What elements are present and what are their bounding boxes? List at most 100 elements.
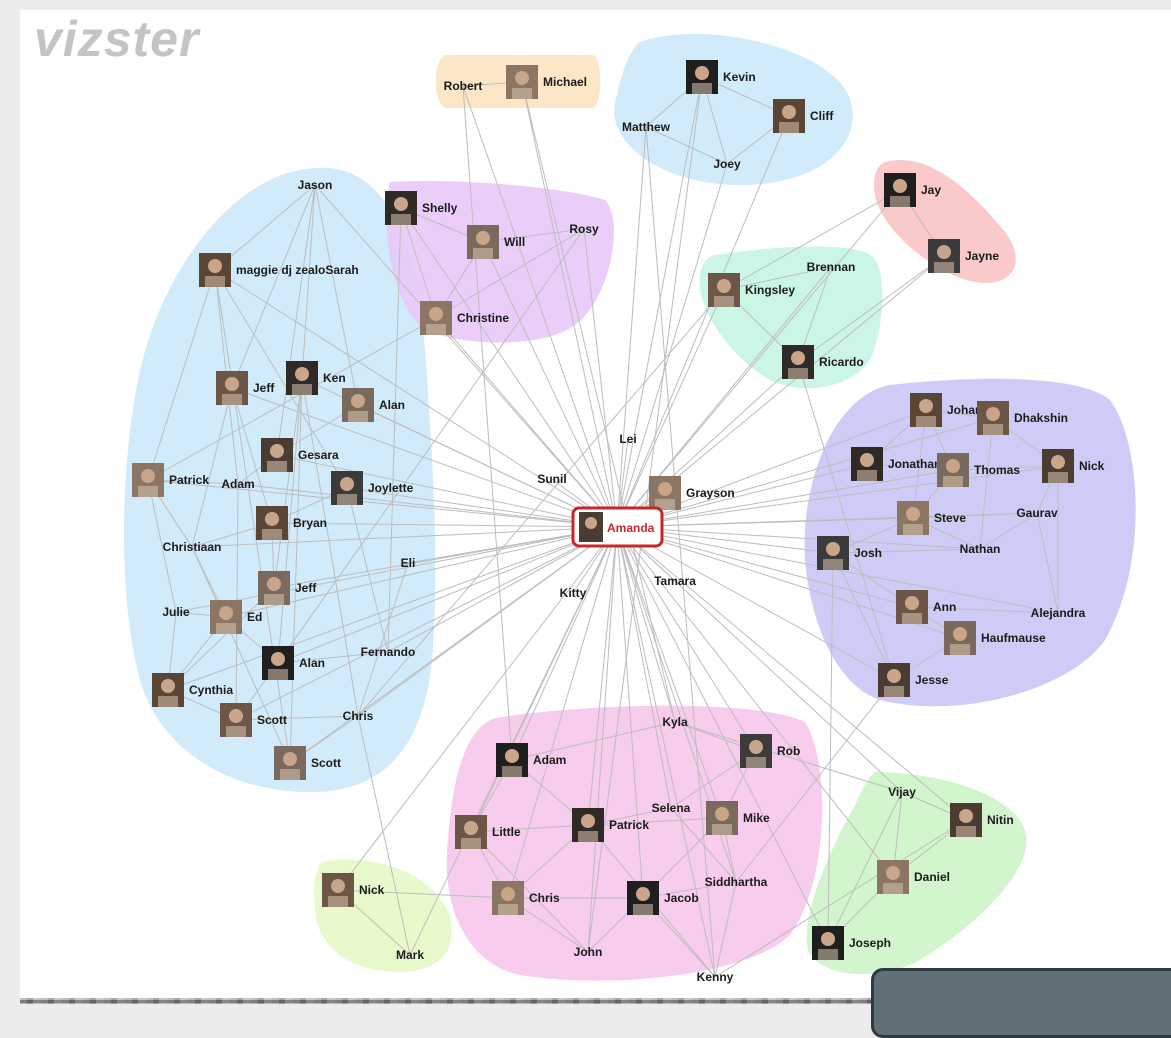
node-chris2[interactable]: Chris <box>492 881 560 915</box>
node-shelly[interactable]: Shelly <box>385 191 458 225</box>
node-nick2[interactable]: Nick <box>322 873 385 907</box>
node-jay[interactable]: Jay <box>884 173 941 207</box>
photo-icon <box>385 191 417 225</box>
node-fernando[interactable]: Fernando <box>361 645 416 659</box>
node-jeff2[interactable]: Jeff <box>258 571 317 605</box>
node-kenny[interactable]: Kenny <box>697 970 734 984</box>
node-lei[interactable]: Lei <box>619 432 636 446</box>
node-selena[interactable]: Selena <box>652 801 691 815</box>
cluster-kingsley[interactable] <box>699 246 883 389</box>
node-kitty[interactable]: Kitty <box>560 586 587 600</box>
node-jason[interactable]: Jason <box>298 178 333 192</box>
node-rosy[interactable]: Rosy <box>569 222 599 236</box>
node-eli[interactable]: Eli <box>401 556 416 570</box>
node-kingsley[interactable]: Kingsley <box>708 273 795 307</box>
node-mike[interactable]: Mike <box>706 801 770 835</box>
node-robert[interactable]: Robert <box>444 79 483 93</box>
cluster-left[interactable] <box>124 167 436 793</box>
node-chris1[interactable]: Chris <box>343 709 374 723</box>
node-adam2[interactable]: Adam <box>496 743 566 777</box>
photo-icon <box>897 501 929 535</box>
node-alan1[interactable]: Alan <box>342 388 405 422</box>
node-christiaan[interactable]: Christiaan <box>163 540 222 554</box>
node-haufmause[interactable]: Haufmause <box>944 621 1046 655</box>
node-vijay[interactable]: Vijay <box>888 785 916 799</box>
node-grayson[interactable]: Grayson <box>649 476 735 510</box>
edge-shelly-christine <box>400 207 437 319</box>
node-patrick2[interactable]: Patrick <box>572 808 649 842</box>
node-tamara[interactable]: Tamara <box>654 574 696 588</box>
node-patrick1[interactable]: Patrick <box>132 463 209 497</box>
photo-icon <box>274 746 306 780</box>
node-ken[interactable]: Ken <box>286 361 346 395</box>
node-jacob[interactable]: Jacob <box>627 881 699 915</box>
node-jeff1[interactable]: Jeff <box>216 371 275 405</box>
node-label: Jayne <box>965 249 999 263</box>
node-scott2[interactable]: Scott <box>274 746 341 780</box>
node-cliff[interactable]: Cliff <box>773 99 834 133</box>
photo-icon <box>851 447 883 481</box>
node-label: Kevin <box>723 70 756 84</box>
node-alejandra[interactable]: Alejandra <box>1031 606 1086 620</box>
node-cynthia[interactable]: Cynthia <box>152 673 233 707</box>
node-scott1[interactable]: Scott <box>220 703 287 737</box>
node-label: Ann <box>933 600 956 614</box>
node-little[interactable]: Little <box>455 815 521 849</box>
edge-selena-siddhartha <box>670 807 737 883</box>
node-nathan[interactable]: Nathan <box>960 542 1001 556</box>
node-kyla[interactable]: Kyla <box>662 715 688 729</box>
node-bryan[interactable]: Bryan <box>256 506 327 540</box>
node-kevin[interactable]: Kevin <box>686 60 756 94</box>
node-will[interactable]: Will <box>467 225 525 259</box>
node-john[interactable]: John <box>574 945 603 959</box>
node-joseph[interactable]: Joseph <box>812 926 891 960</box>
node-sunil[interactable]: Sunil <box>537 472 566 486</box>
node-label: Joylette <box>368 481 414 495</box>
edge-center-jay <box>616 189 901 528</box>
node-matthew[interactable]: Matthew <box>622 120 671 134</box>
node-siddhartha[interactable]: Siddhartha <box>705 875 768 889</box>
node-joylette[interactable]: Joylette <box>331 471 414 505</box>
node-mark[interactable]: Mark <box>396 948 424 962</box>
node-ed[interactable]: Ed <box>210 600 262 634</box>
node-jayne[interactable]: Jayne <box>928 239 999 273</box>
node-michael[interactable]: Michael <box>506 65 587 99</box>
cluster-kevin[interactable] <box>614 33 853 186</box>
cluster-bottom[interactable] <box>446 705 823 981</box>
node-alan2[interactable]: Alan <box>262 646 325 680</box>
node-joey[interactable]: Joey <box>713 157 741 171</box>
edge-center-christine <box>435 317 618 528</box>
node-gaurav[interactable]: Gaurav <box>1016 506 1058 520</box>
photo-icon <box>256 506 288 540</box>
edge-center-vijay <box>616 526 903 793</box>
node-johan[interactable]: Johan <box>910 393 982 427</box>
node-julie[interactable]: Julie <box>162 605 190 619</box>
node-daniel[interactable]: Daniel <box>877 860 950 894</box>
node-josh[interactable]: Josh <box>817 536 882 570</box>
node-ann[interactable]: Ann <box>896 590 956 624</box>
edge-kenny-siddhartha <box>714 881 737 978</box>
node-rob[interactable]: Rob <box>740 734 800 768</box>
node-brennan[interactable]: Brennan <box>807 260 856 274</box>
torn-paper-edge <box>20 998 1171 1004</box>
node-jesse[interactable]: Jesse <box>878 663 949 697</box>
overlay-panel <box>871 968 1171 1038</box>
edge-scott1-chris1 <box>235 715 359 721</box>
node-maggie[interactable]: maggie dj zealoSarah <box>199 253 359 287</box>
center-node[interactable]: Amanda <box>571 506 664 548</box>
edge-josh-nathan <box>832 548 981 554</box>
node-dhakshin[interactable]: Dhakshin <box>977 401 1068 435</box>
node-gesara[interactable]: Gesara <box>261 438 339 472</box>
node-nick1[interactable]: Nick <box>1042 449 1105 483</box>
node-jonathan[interactable]: Jonathan <box>851 447 941 481</box>
node-label: Rob <box>777 744 800 758</box>
node-steve[interactable]: Steve <box>897 501 966 535</box>
photo-icon <box>878 663 910 697</box>
node-label: John <box>574 945 603 959</box>
node-christine[interactable]: Christine <box>420 301 509 335</box>
node-adam1[interactable]: Adam <box>221 477 254 491</box>
node-thomas[interactable]: Thomas <box>937 453 1020 487</box>
node-nitin[interactable]: Nitin <box>950 803 1014 837</box>
node-ricardo[interactable]: Ricardo <box>782 345 864 379</box>
